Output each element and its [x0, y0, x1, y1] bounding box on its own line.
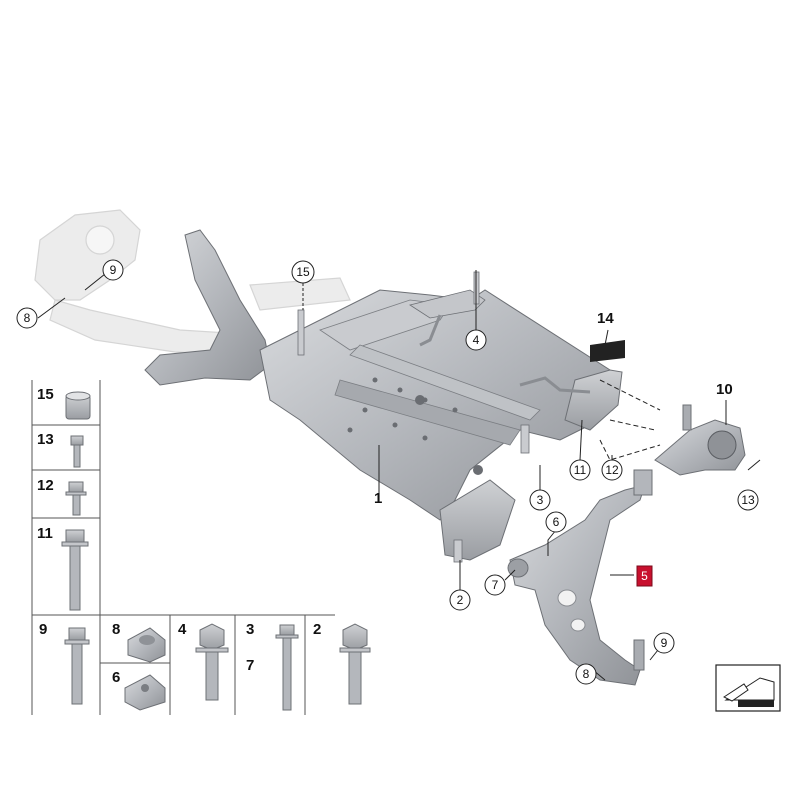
bolt-part-13 — [70, 435, 84, 468]
ghost-knuckle — [34, 209, 351, 356]
svg-text:12: 12 — [605, 463, 619, 477]
nut-part-8 — [127, 627, 166, 663]
callout-1: 1 — [374, 490, 382, 507]
svg-text:8: 8 — [24, 311, 31, 325]
callout-3: 3 — [529, 489, 551, 511]
svg-text:7: 7 — [492, 578, 499, 592]
svg-text:15: 15 — [296, 265, 310, 279]
callout-9-bottom: 9 — [653, 632, 675, 654]
shim-plate — [590, 340, 625, 362]
square-nut-part-6 — [124, 674, 166, 711]
callout-11: 11 — [569, 459, 591, 481]
callout-15: 15 — [291, 260, 315, 284]
grid-label-7: 7 — [246, 657, 254, 674]
svg-text:4: 4 — [473, 333, 480, 347]
svg-text:8: 8 — [583, 667, 590, 681]
bolt-part-11 — [61, 529, 89, 611]
callout-2: 2 — [449, 589, 471, 611]
callout-8-top: 8 — [16, 307, 38, 329]
bolt-part-2 — [339, 623, 371, 705]
grid-label-15: 15 — [37, 386, 54, 403]
bolt-part-12 — [65, 481, 87, 516]
callout-4: 4 — [465, 329, 487, 351]
grid-label-4: 4 — [178, 621, 187, 638]
svg-text:9: 9 — [110, 263, 117, 277]
callout-9-top: 9 — [102, 259, 124, 281]
grid-label-3: 3 — [246, 621, 254, 638]
wishbone-control-arm — [507, 469, 653, 686]
svg-text:2: 2 — [457, 593, 464, 607]
rubber-mount — [654, 404, 746, 476]
parts-grid — [31, 380, 335, 715]
callout-5-highlight[interactable]: 5 — [636, 565, 653, 587]
sleeve-part-15 — [65, 391, 91, 420]
grid-label-6: 6 — [112, 669, 120, 686]
grid-label-12: 12 — [37, 477, 54, 494]
grid-label-11: 11 — [37, 525, 53, 542]
callout-7: 7 — [484, 574, 506, 596]
svg-text:9: 9 — [661, 636, 668, 650]
grid-label-13: 13 — [37, 431, 54, 448]
front-axle-subframe — [144, 229, 623, 561]
callout-8-bottom: 8 — [575, 663, 597, 685]
callout-6: 6 — [545, 511, 567, 533]
callout-10: 10 — [716, 381, 733, 398]
grid-label-8: 8 — [112, 621, 120, 638]
svg-text:6: 6 — [553, 515, 560, 529]
svg-text:3: 3 — [537, 493, 544, 507]
orientation-arrow-icon — [715, 664, 781, 712]
callout-13: 13 — [737, 489, 759, 511]
svg-text:13: 13 — [741, 493, 755, 507]
grid-label-9: 9 — [39, 621, 47, 638]
bolt-part-4 — [195, 623, 229, 701]
grid-label-2: 2 — [313, 621, 321, 638]
callout-12: 12 — [601, 459, 623, 481]
callout-14: 14 — [597, 310, 614, 327]
svg-text:5: 5 — [641, 569, 648, 583]
svg-text:11: 11 — [574, 463, 587, 477]
bolt-part-3 — [275, 624, 299, 711]
bolt-part-9 — [64, 627, 90, 705]
